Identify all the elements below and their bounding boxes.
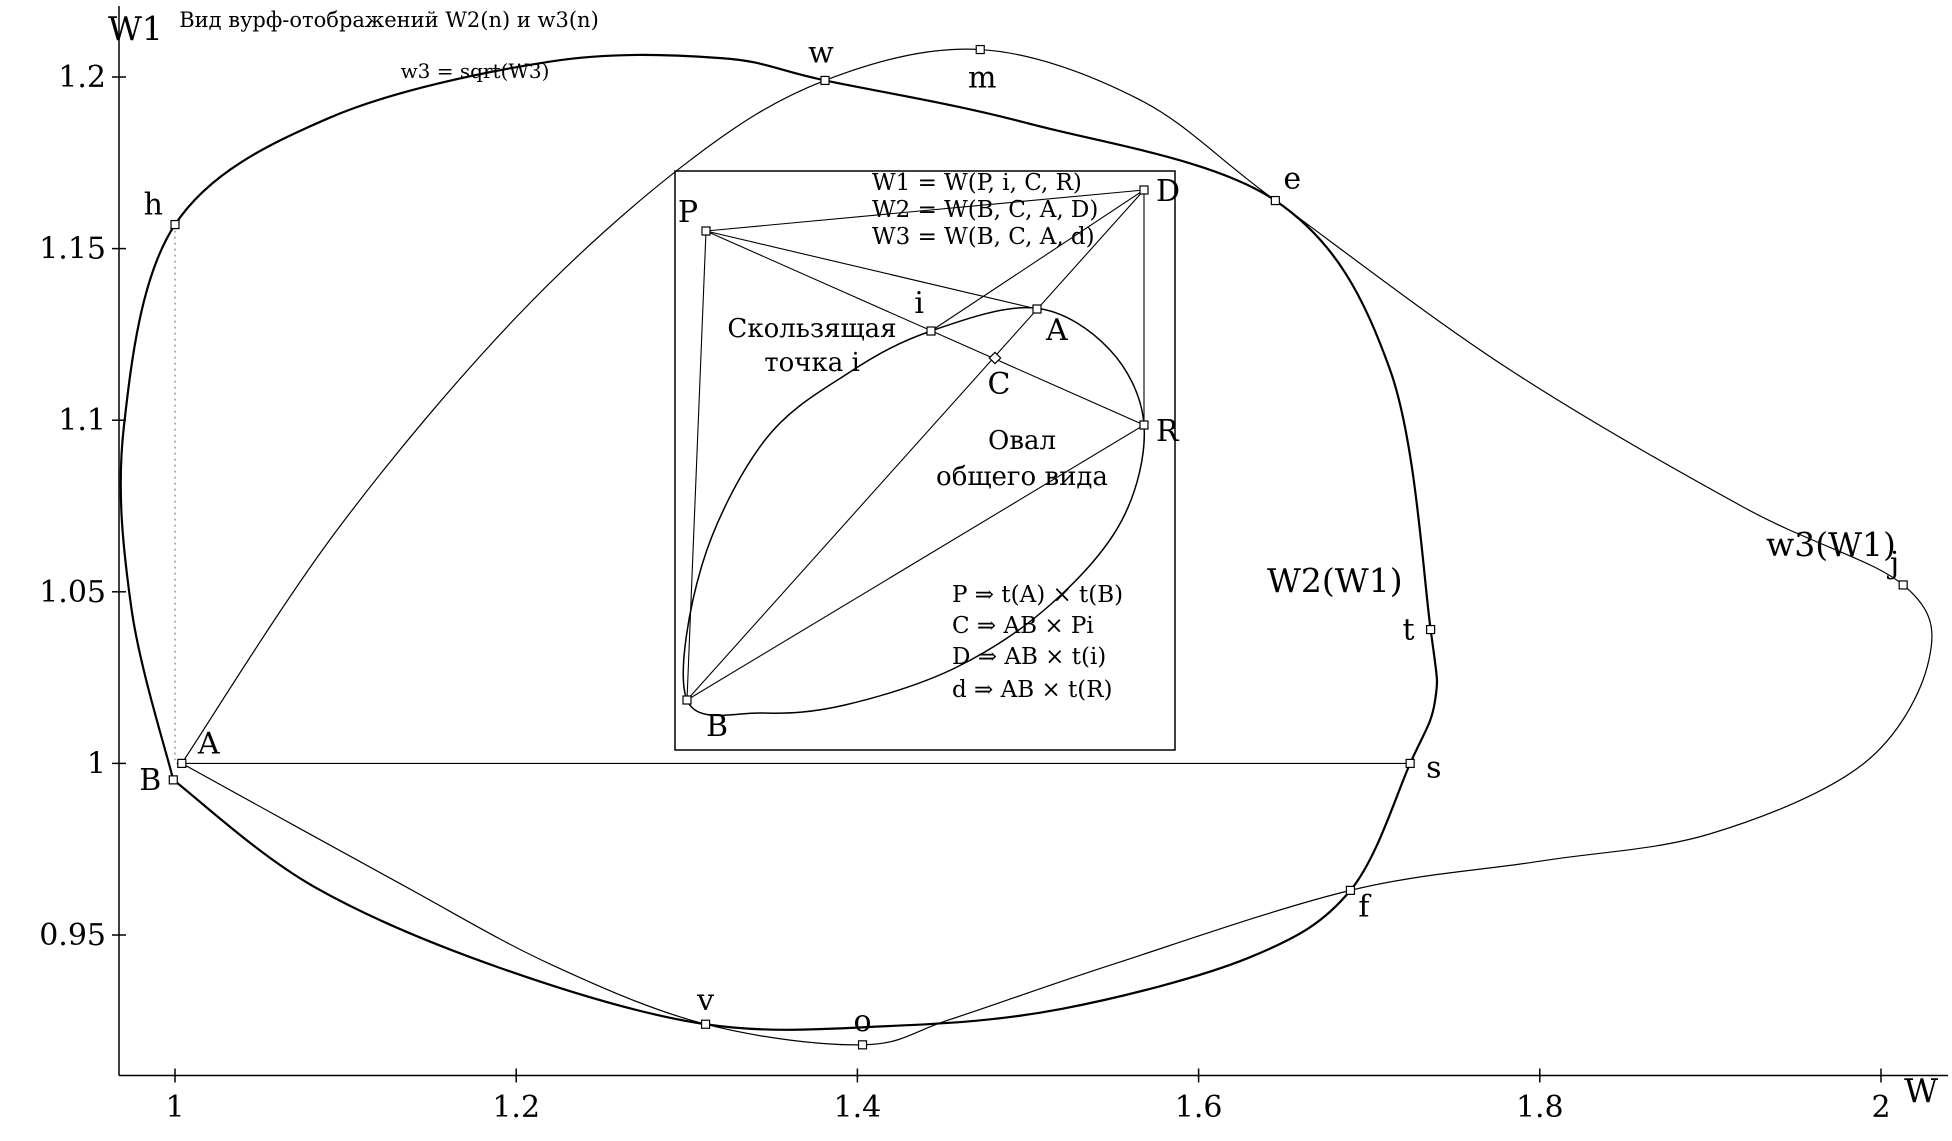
x-tick-label: 1.2 xyxy=(492,1090,540,1125)
marker-A xyxy=(177,758,187,769)
marker-t xyxy=(1426,624,1436,635)
inset-wurf-formula: W1 = W(P, i, C, R) xyxy=(872,170,1082,196)
x-tick-label: 1 xyxy=(165,1090,184,1125)
inset-line-P-A xyxy=(705,230,1038,310)
inset-point-D xyxy=(1139,185,1149,195)
inset-line-P-R xyxy=(705,230,1145,426)
inset-annotation: общего вида xyxy=(936,462,1108,492)
marker-w xyxy=(820,75,830,86)
marker-label-m: m xyxy=(968,61,996,96)
inset-box xyxy=(674,170,1176,751)
marker-e xyxy=(1270,195,1280,206)
y-tick-label: 1.2 xyxy=(58,60,106,95)
marker-label-f: f xyxy=(1358,889,1371,924)
marker-v xyxy=(700,1019,711,1029)
inset-point-i xyxy=(926,326,936,336)
marker-f xyxy=(1345,885,1356,895)
y-tick-label: 1 xyxy=(87,746,106,781)
x-tick-label: 2 xyxy=(1871,1090,1890,1125)
inset-line-B-R xyxy=(686,424,1145,701)
inset-point-label-C: C xyxy=(988,367,1011,402)
marker-label-B: B xyxy=(139,763,161,798)
marker-B xyxy=(168,775,178,785)
marker-label-A: A xyxy=(197,726,220,761)
inset-point-P xyxy=(701,226,711,236)
x-tick-label: 1.6 xyxy=(1175,1090,1223,1125)
inset-annotation: Скользящая xyxy=(727,314,896,344)
marker-label-w: w xyxy=(808,35,834,70)
inset-point-B xyxy=(682,695,692,705)
inset-line-i-D xyxy=(930,189,1145,332)
inset-wurf-formula: W3 = W(B, C, A, d) xyxy=(872,224,1095,250)
inset-point-R xyxy=(1139,420,1149,430)
marker-s xyxy=(1405,758,1415,769)
y-tick-label: 1.05 xyxy=(39,575,106,610)
curve-label: w3(W1) xyxy=(1766,525,1896,564)
marker-j xyxy=(1898,580,1908,590)
inset-point-A xyxy=(1032,304,1042,314)
curve-w3 xyxy=(181,48,1933,1046)
inset-annotation: точка i xyxy=(764,348,860,378)
y-axis-title: W1 xyxy=(108,9,163,48)
inset-point-C xyxy=(988,351,1002,365)
inset-line-B-D xyxy=(686,189,1145,701)
figure-subtitle: w3 = sqrt(W3) xyxy=(401,59,550,83)
y-tick-label: 1.15 xyxy=(39,232,106,267)
marker-o xyxy=(857,1040,868,1050)
marker-label-h: h xyxy=(144,188,163,223)
inset-point-label-i: i xyxy=(914,286,924,321)
inset-point-label-P: P xyxy=(678,195,698,230)
marker-label-t: t xyxy=(1403,613,1415,648)
inset-oval xyxy=(682,306,1146,717)
inset-construction-formula: d ⇒ AB × t(R) xyxy=(952,677,1113,703)
marker-label-v: v xyxy=(696,983,714,1018)
figure-title: Вид вурф-отображений W2(n) и w3(n) xyxy=(179,8,599,32)
inset-point-label-R: R xyxy=(1156,414,1180,449)
inset-point-label-A: A xyxy=(1045,313,1068,348)
inset-line-P-D xyxy=(705,189,1145,232)
marker-m xyxy=(975,44,985,55)
inset-point-label-B: B xyxy=(706,709,728,744)
marker-label-o: o xyxy=(853,1004,871,1039)
inset-line-P-B xyxy=(686,230,707,701)
inset-construction-formula: D ⇒ AB × t(i) xyxy=(952,644,1106,670)
inset-annotation: Овал xyxy=(988,426,1056,456)
y-tick-label: 0.95 xyxy=(39,918,106,953)
inset-construction-formula: P ⇒ t(A) × t(B) xyxy=(952,582,1123,608)
marker-label-j: j xyxy=(1887,546,1899,581)
inset-construction-formula: C ⇒ AB × Pi xyxy=(952,613,1094,639)
inset-point-label-D: D xyxy=(1156,174,1180,209)
y-tick-label: 1.1 xyxy=(58,403,106,438)
marker-label-s: s xyxy=(1426,750,1441,785)
curve-label: W2(W1) xyxy=(1267,561,1403,600)
marker-label-e: e xyxy=(1283,162,1301,197)
x-tick-label: 1.8 xyxy=(1516,1090,1564,1125)
marker-h xyxy=(170,219,180,230)
curve-W2 xyxy=(119,53,1439,1031)
x-tick-label: 1.4 xyxy=(834,1090,882,1125)
x-axis-title: W xyxy=(1904,1071,1938,1110)
inset-wurf-formula: W2 = W(B, C, A, D) xyxy=(872,197,1098,223)
